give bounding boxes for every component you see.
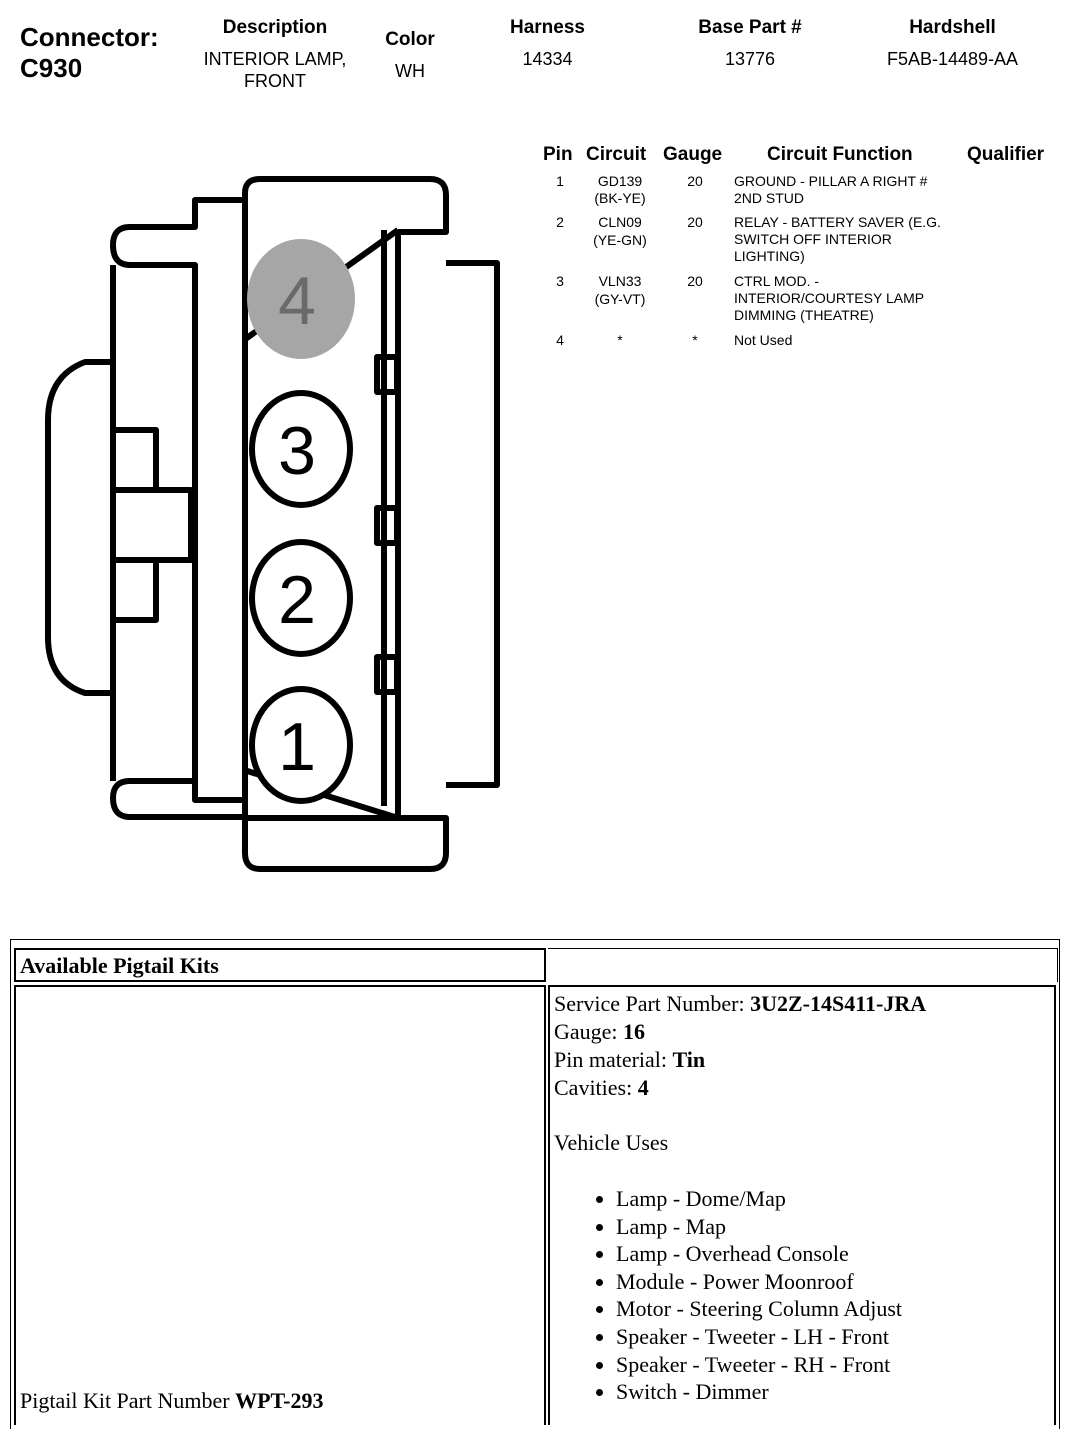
pin-material-value: Tin — [672, 1047, 706, 1072]
pin-1-function: GROUND - PILLAR A RIGHT # 2ND STUD — [734, 173, 928, 206]
col-header-circuit: Circuit — [586, 144, 647, 165]
latch-tab — [45, 359, 112, 696]
step-lower — [110, 557, 159, 623]
base-part-value: 13776 — [724, 49, 776, 69]
cavity-1 — [249, 686, 353, 804]
vehicle-uses-list: Lamp - Dome/Map Lamp - Map Lamp - Overhe… — [554, 1185, 1049, 1406]
cavity-2-label: 2 — [278, 562, 316, 638]
step-middle — [110, 487, 194, 563]
harness-label: Harness — [510, 17, 585, 38]
connector-label: Connector: — [20, 22, 159, 52]
hardshell-value: F5AB-14489-AA — [886, 49, 1019, 69]
list-item: Switch - Dimmer — [616, 1378, 1049, 1406]
gauge-label: Gauge: — [554, 1019, 624, 1044]
connector-id: C930 — [20, 53, 83, 83]
pin-4-circuit: * — [617, 332, 623, 348]
color-value: WH — [395, 61, 425, 81]
color-label: Color — [385, 29, 435, 50]
pin-2-function: RELAY - BATTERY SAVER (E.G. SWITCH OFF I… — [734, 214, 941, 264]
gauge-value: 16 — [623, 1019, 646, 1044]
col-header-circuit-function: Circuit Function — [767, 144, 913, 165]
kit-label: Pigtail Kit Part Number — [20, 1388, 236, 1413]
pin-1-circuit: GD139 — [597, 173, 643, 189]
pin-3-gauge: 20 — [687, 273, 703, 289]
pin-4-function: Not Used — [734, 332, 793, 348]
service-label: Service Part Number: — [554, 991, 751, 1016]
pin-3-number: 3 — [556, 273, 564, 289]
service-part-number: Service Part Number: 3U2Z-14S411-JRA — [554, 990, 1049, 1018]
pin-2-circuit: CLN09 — [598, 214, 642, 230]
cavity-3-label: 3 — [278, 413, 316, 489]
pigtail-kit-part-number: Pigtail Kit Part Number WPT-293 — [20, 1388, 324, 1414]
description-value: INTERIOR LAMP, FRONT — [203, 49, 347, 91]
list-item: Lamp - Map — [616, 1213, 1049, 1241]
pigtail-title-cell: Available Pigtail Kits — [14, 948, 546, 982]
cavities-row: Cavities: 4 — [554, 1074, 1049, 1102]
pin-3-circuit: VLN33 — [598, 273, 642, 289]
list-item: Speaker - Tweeter - RH - Front — [616, 1351, 1049, 1379]
pin-1-gauge: 20 — [687, 173, 703, 189]
cavity-3 — [249, 390, 353, 508]
pigtail-title-spacer — [548, 948, 1058, 982]
pigtail-details-cell: Service Part Number: 3U2Z-14S411-JRA Gau… — [548, 985, 1056, 1425]
cavity-2 — [249, 539, 353, 657]
housing-body — [110, 197, 248, 820]
pin-3-function: CTRL MOD. - INTERIOR/COURTESY LAMP DIMMI… — [734, 273, 924, 323]
list-item: Lamp - Dome/Map — [616, 1185, 1049, 1213]
gauge-row: Gauge: 16 — [554, 1018, 1049, 1046]
pigtail-table — [10, 939, 1060, 1429]
pin-material-label: Pin material: — [554, 1047, 673, 1072]
col-header-pin: Pin — [543, 144, 573, 165]
top-cap — [242, 176, 449, 235]
step-upper — [110, 427, 159, 493]
pigtail-title: Available Pigtail Kits — [20, 953, 219, 978]
pin-2-number: 2 — [556, 214, 564, 230]
pin-1-number: 1 — [556, 173, 564, 189]
kit-number: WPT-293 — [235, 1388, 324, 1413]
description-label: Description — [222, 17, 328, 38]
list-item: Module - Power Moonroof — [616, 1268, 1049, 1296]
cavities-value: 4 — [637, 1075, 649, 1100]
cavities-label: Cavities: — [554, 1075, 638, 1100]
list-item: Motor - Steering Column Adjust — [616, 1295, 1049, 1323]
col-header-gauge: Gauge — [663, 144, 723, 165]
cavity-4-label: 4 — [278, 263, 316, 339]
cavity-4 — [247, 239, 355, 359]
list-item: Lamp - Overhead Console — [616, 1240, 1049, 1268]
pin-2-gauge: 20 — [687, 214, 703, 230]
service-value: 3U2Z-14S411-JRA — [750, 991, 927, 1016]
bottom-cap — [242, 800, 449, 872]
pigtail-image-cell: Pigtail Kit Part Number WPT-293 — [14, 985, 546, 1425]
base-part-label: Base Part # — [698, 17, 802, 38]
connector-face-diagram: 4 3 2 1 — [45, 176, 500, 872]
cavity-1-label: 1 — [278, 709, 316, 785]
harness-value: 14334 — [522, 49, 573, 69]
pin-3-circuit-color: (GY-VT) — [594, 291, 646, 307]
vehicle-uses-label: Vehicle Uses — [554, 1130, 669, 1155]
pin-2-circuit-color: (YE-GN) — [593, 232, 647, 248]
pin-4-gauge: * — [692, 332, 698, 348]
hardshell-label: Hardshell — [909, 17, 996, 38]
pin-material-row: Pin material: Tin — [554, 1046, 1049, 1074]
list-item: Speaker - Tweeter - LH - Front — [616, 1323, 1049, 1351]
pin-4-number: 4 — [556, 332, 564, 348]
col-header-qualifier: Qualifier — [967, 144, 1045, 165]
pin-1-circuit-color: (BK-YE) — [594, 190, 646, 206]
right-block — [446, 260, 500, 788]
